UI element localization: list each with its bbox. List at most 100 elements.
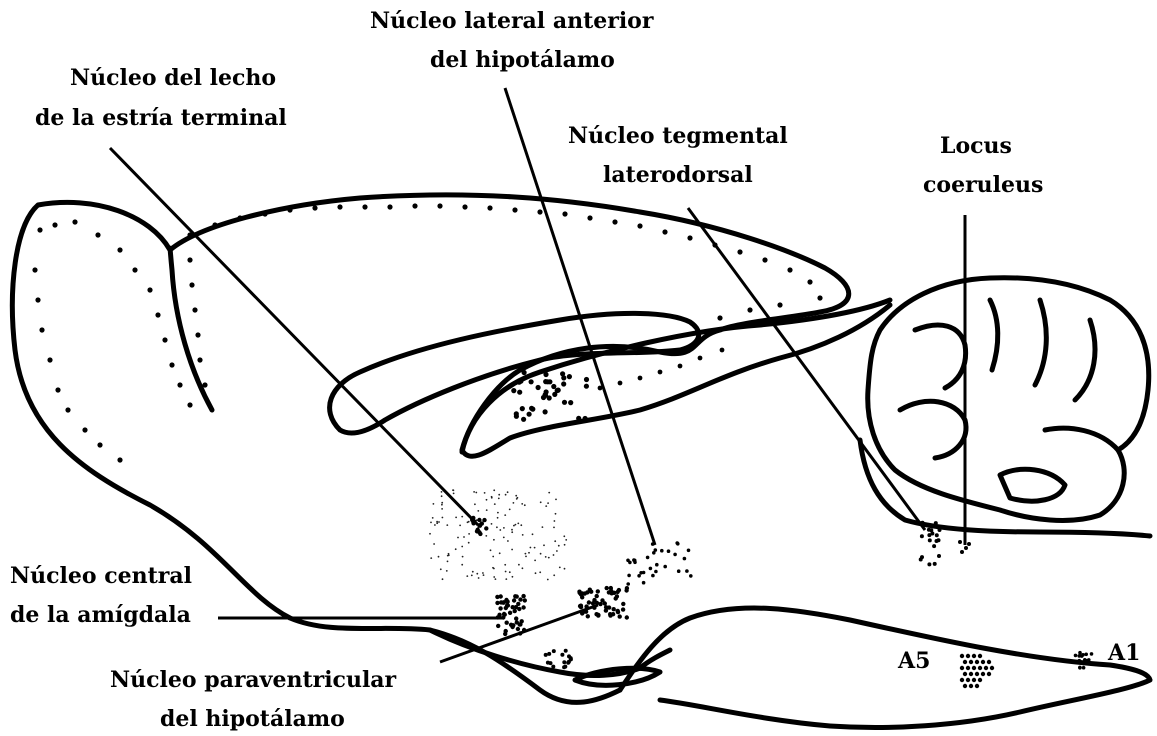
lah-cell <box>626 582 630 586</box>
cortex-dot <box>387 204 392 209</box>
pvn-cell <box>617 588 621 592</box>
cea-cell <box>508 611 512 615</box>
pvn-cluster <box>577 586 629 620</box>
a5-cell <box>966 654 970 658</box>
a5-cell <box>960 666 964 670</box>
pvn-cell <box>592 598 596 602</box>
bnst-speck <box>440 568 442 570</box>
bnst-speck <box>504 514 506 516</box>
cortex-dot <box>187 257 192 262</box>
cortex-dot <box>192 307 197 312</box>
cea-cell <box>512 598 516 602</box>
a1-cell <box>1078 666 1082 670</box>
bnst-speck <box>461 564 463 566</box>
bnst-speck <box>505 494 507 496</box>
cortex-dot <box>562 211 567 216</box>
cortex-dot <box>82 427 87 432</box>
hippocampus-dot <box>618 381 623 386</box>
bnst-speck <box>564 544 566 546</box>
pvn-cell <box>586 614 590 618</box>
cerebellum <box>868 278 1149 521</box>
bnst-speck <box>504 564 506 566</box>
bnst-speck <box>499 529 501 531</box>
cortex-dot <box>777 302 782 307</box>
a5-cell <box>969 660 973 664</box>
a1-cell <box>1078 659 1082 663</box>
cortex-dot <box>737 249 742 254</box>
bnst-speck <box>528 552 530 554</box>
ventral-cell <box>544 653 548 657</box>
cortex-dot <box>687 235 692 240</box>
a1-cell <box>1090 652 1094 656</box>
pvn-label-line2: del hipotálamo <box>160 706 345 732</box>
bnst-speck <box>432 517 434 519</box>
bnst-speck <box>448 553 450 555</box>
bnst-cell <box>484 526 488 530</box>
cortex-dot <box>287 207 292 212</box>
bnst-cell <box>482 518 486 522</box>
bnst-speck <box>441 508 443 510</box>
hippocampus-dot <box>562 400 567 405</box>
cortex-dot <box>72 219 77 224</box>
bnst-speck <box>540 501 542 503</box>
bnst-speck <box>461 516 463 518</box>
cea-cell <box>518 597 522 601</box>
a5-cell <box>969 672 973 676</box>
cortex-dot <box>155 312 160 317</box>
cortex-dot <box>662 229 667 234</box>
ldt-cell <box>937 554 941 558</box>
lah-cell <box>660 549 664 553</box>
bnst-speck <box>483 574 485 576</box>
hippocampus-dot <box>514 414 519 419</box>
cortex-dot <box>337 204 342 209</box>
bnst-speck <box>515 495 517 497</box>
ventral-cell <box>560 653 564 657</box>
ldt-cell <box>933 562 937 566</box>
cea-cell <box>510 625 514 629</box>
bnst-speck <box>477 510 479 512</box>
bnst-speck <box>491 497 493 499</box>
cerebellum-folia-5 <box>900 401 966 458</box>
lah-cell <box>683 557 687 561</box>
cortex-dot <box>52 222 57 227</box>
bnst-speck <box>545 556 547 558</box>
pvn-leader <box>440 605 598 662</box>
pvn-cell <box>612 591 616 595</box>
cortex-dot <box>437 203 442 208</box>
hippocampus-dot <box>658 370 663 375</box>
bnst-speck <box>453 489 455 491</box>
lah-cell <box>642 571 646 575</box>
pvn-cell <box>579 605 583 609</box>
a5-cell <box>963 672 967 676</box>
bnst-speck <box>441 495 443 497</box>
hippocampus-dot <box>517 390 522 395</box>
a1-cell <box>1082 666 1086 670</box>
hippocampus-dot <box>584 377 589 382</box>
pvn-cell <box>596 613 600 617</box>
cea-cluster <box>495 594 527 636</box>
cortex-dot <box>189 282 194 287</box>
bnst-speck <box>466 575 468 577</box>
ventral-cell <box>564 649 568 653</box>
cortex-dot <box>487 205 492 210</box>
bnst-speck <box>548 492 550 494</box>
cortex-dot <box>817 295 822 300</box>
bnst-speck <box>554 540 556 542</box>
bnst-speck <box>511 531 513 533</box>
hippocampus-dot <box>583 416 588 421</box>
a5-label: A5 <box>897 648 930 674</box>
hippocampus-dot <box>521 417 526 422</box>
bnst-speck <box>515 524 517 526</box>
bnst-speck <box>442 578 444 580</box>
bnst-speck <box>471 575 473 577</box>
bnst-speck <box>565 539 567 541</box>
cortex-dot <box>512 207 517 212</box>
bnst-speck <box>539 571 541 573</box>
cortex-dot <box>762 257 767 262</box>
bnst-speck <box>542 526 544 528</box>
bnst-speck <box>505 578 507 580</box>
bnst-speck <box>442 517 444 519</box>
hippocampus-dot <box>518 379 523 384</box>
bnst-speck <box>513 502 515 504</box>
cea-cell <box>498 606 502 610</box>
